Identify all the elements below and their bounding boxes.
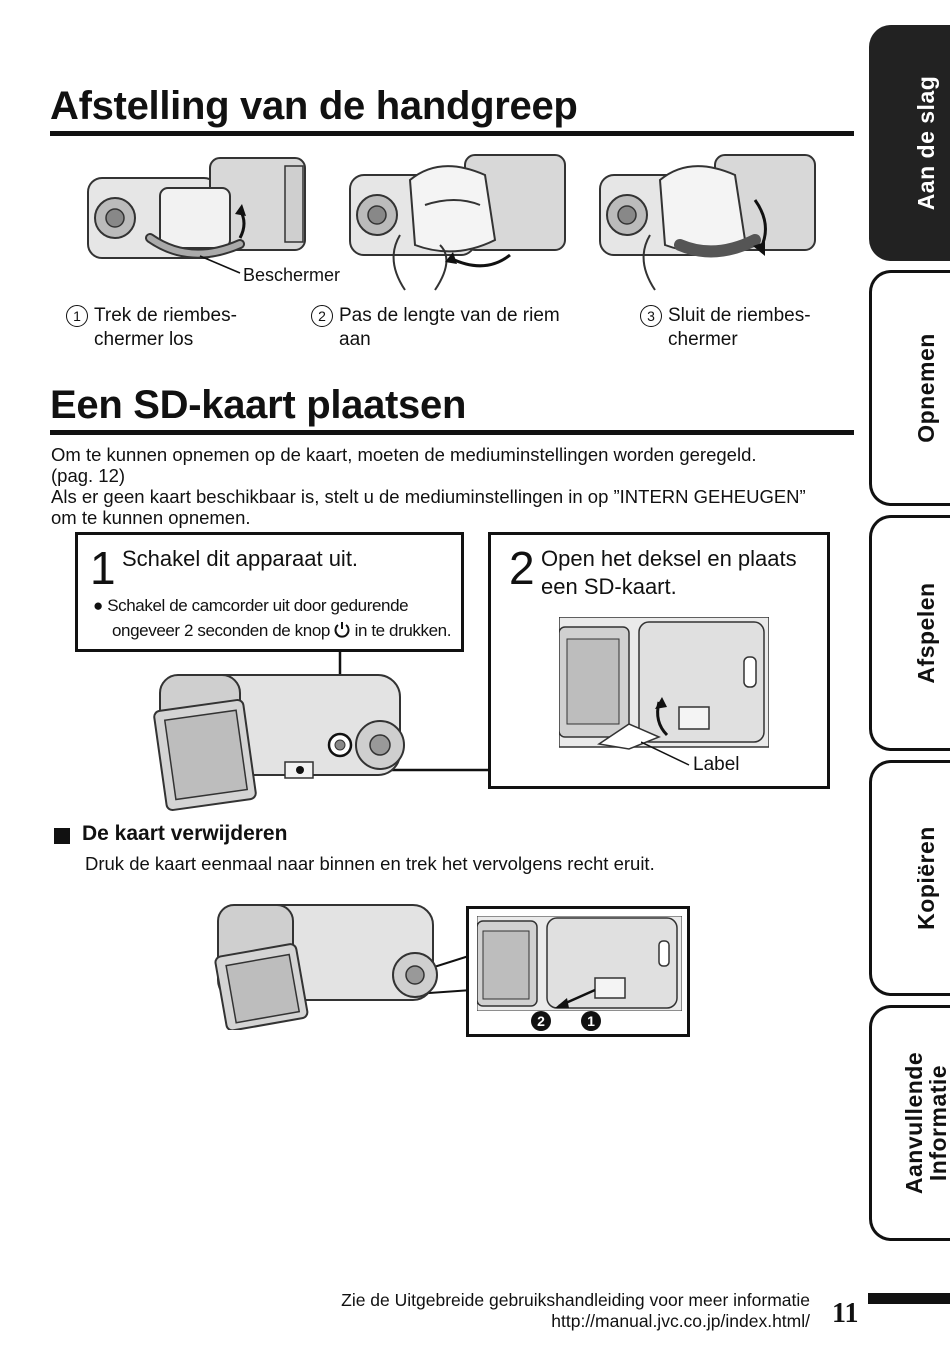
step-box-title: Open het deksel en plaats een SD-kaart.: [541, 545, 797, 601]
step-text: Pas de lengte van de riem aan: [339, 305, 560, 350]
label-pointer-line: [641, 741, 690, 766]
section-title-sd-card: Een SD-kaart plaatsen: [50, 383, 467, 427]
step-number: 3: [640, 305, 662, 327]
step-box-1: 1 Schakel dit apparaat uit. ● Schakel de…: [75, 532, 464, 652]
protector-label: Beschermer: [243, 265, 341, 285]
step-box-bullet: ● Schakel de camcorder uit door gedurend…: [93, 593, 463, 643]
sd-slot-closeup: [559, 617, 769, 750]
tab-aan-de-slag[interactable]: Aan de slag: [869, 25, 950, 261]
remove-card-text: Druk de kaart eenmaal naar binnen en tre…: [85, 853, 655, 874]
camcorder-sd-illustration: [153, 650, 490, 811]
bullet-line-2-pre: ongeveer 2 seconden de knop: [112, 621, 330, 640]
step-number: 1: [66, 305, 88, 327]
section-rule: [50, 430, 854, 435]
intro-line: Als er geen kaart beschikbaar is, stelt …: [51, 486, 806, 507]
tab-kopieren[interactable]: Kopiëren: [869, 760, 950, 996]
section-title-handgrip: Afstelling van de handgreep: [50, 84, 578, 128]
tab-aanvullende-informatie[interactable]: Aanvullende Informatie: [869, 1005, 950, 1241]
step-text: Trek de riembes- chermer los: [94, 305, 237, 350]
handgrip-step-1: 1 Trek de riembes- chermer los: [66, 304, 296, 354]
step-box-2: 2 Open het deksel en plaats een SD-kaart…: [488, 532, 830, 789]
step-marker-1: 1: [581, 1011, 601, 1031]
power-icon: [334, 622, 350, 638]
footer-reference: Zie de Uitgebreide gebruikshandleiding v…: [200, 1290, 810, 1332]
tab-label: Opnemen: [912, 333, 939, 443]
camcorder-strap-illustration-1: [87, 157, 306, 274]
bullet-dot: ●: [93, 596, 103, 615]
sd-card-label: Label: [693, 754, 740, 775]
handgrip-step-2: 2 Pas de lengte van de riem aan: [311, 304, 611, 354]
camcorder-strap-illustration-3: [599, 154, 816, 291]
tab-opnemen[interactable]: Opnemen: [869, 270, 950, 506]
footer-url[interactable]: http://manual.jvc.co.jp/index.html/: [551, 1311, 810, 1331]
bullet-line-2-post: in te drukken.: [354, 621, 452, 640]
intro-line: om te kunnen opnemen.: [51, 507, 251, 528]
tab-label-line-2: Informatie: [924, 1064, 950, 1182]
section-rule: [50, 131, 854, 136]
card-removal-closeup-box: 2 1: [466, 906, 690, 1037]
tab-afspelen[interactable]: Afspelen: [869, 515, 950, 751]
bullet-line-1: Schakel de camcorder uit door gedurende: [107, 596, 409, 615]
title-line-1: Open het deksel en plaats: [541, 546, 797, 571]
camcorder-remove-illustration: [214, 904, 473, 1030]
handgrip-step-3: 3 Sluit de riembes- chermer: [640, 304, 860, 354]
sd-slot-removal: [477, 916, 682, 1011]
page-number: 11: [832, 1298, 859, 1329]
step-marker-2: 2: [531, 1011, 551, 1031]
tab-label: Afspelen: [912, 582, 939, 684]
step-box-title: Schakel dit apparaat uit.: [122, 546, 359, 571]
title-line-2: een SD-kaart.: [541, 574, 677, 599]
tab-label: Aan de slag: [912, 75, 939, 211]
page-number-bar: [868, 1293, 950, 1304]
sd-intro-text: Om te kunnen opnemen op de kaart, moeten…: [51, 444, 861, 528]
square-bullet-icon: [54, 828, 70, 844]
tab-label-line-1: Aanvullende: [900, 1051, 927, 1195]
step-box-number: 2: [509, 542, 535, 594]
subsection-title-remove-card: De kaart verwijderen: [82, 822, 288, 845]
camcorder-strap-illustration-2: [349, 154, 566, 291]
tab-label: Kopiëren: [912, 826, 939, 930]
step-text: Sluit de riembes- chermer: [668, 305, 811, 350]
step-number: 2: [311, 305, 333, 327]
step-box-number: 1: [90, 542, 116, 594]
intro-line: (pag. 12): [51, 465, 126, 486]
tab-label: Aanvullende Informatie: [900, 1051, 950, 1195]
footer-line-1: Zie de Uitgebreide gebruikshandleiding v…: [341, 1290, 810, 1310]
intro-line: Om te kunnen opnemen op de kaart, moeten…: [51, 444, 757, 465]
